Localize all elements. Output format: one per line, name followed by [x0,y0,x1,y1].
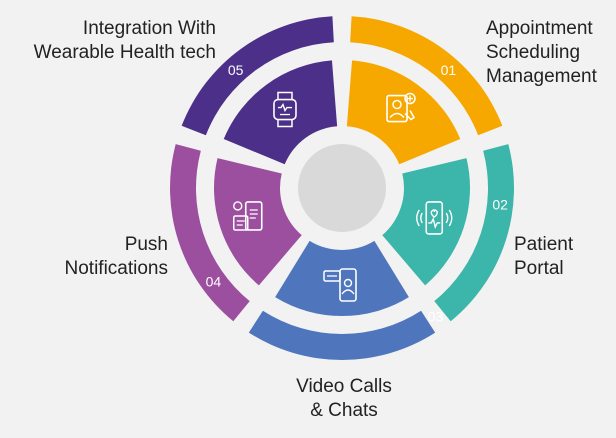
segment-number-01: 01 [441,62,457,78]
outer-segment-03 [248,310,436,360]
segment-numbers: 01 02 03 04 05 [206,62,509,325]
outer-ring [169,16,514,360]
outer-segment-04 [169,144,250,322]
label-patient-portal: Patient Portal [514,234,574,279]
doctor-tablet-icon [386,92,416,123]
video-chat-phone-icon [323,268,357,302]
segment-icons [232,91,453,302]
label-appointment-scheduling: Appointment Scheduling Management [486,18,597,87]
smartwatch-icon [273,91,297,128]
segment-number-04: 04 [206,273,222,289]
inner-segment-03 [275,240,409,317]
center-hub [298,144,386,232]
outer-segment-02 [434,144,514,322]
notification-devices-icon [232,201,263,231]
outer-segment-01 [350,16,503,136]
outer-segment-05 [181,16,334,136]
segment-number-05: 05 [228,62,244,78]
inner-segment-05 [223,60,338,165]
heart-monitor-phone-icon [416,201,453,235]
label-push-notifications: Push Notifications [64,234,169,279]
inner-segment-01 [346,60,461,165]
label-video-calls: Video Calls & Chats [296,376,392,421]
segment-number-03: 03 [428,309,444,325]
inner-segment-04 [214,158,302,286]
label-wearable-integration: Integration With Wearable Health tech [33,18,216,63]
segment-number-02: 02 [492,197,508,213]
